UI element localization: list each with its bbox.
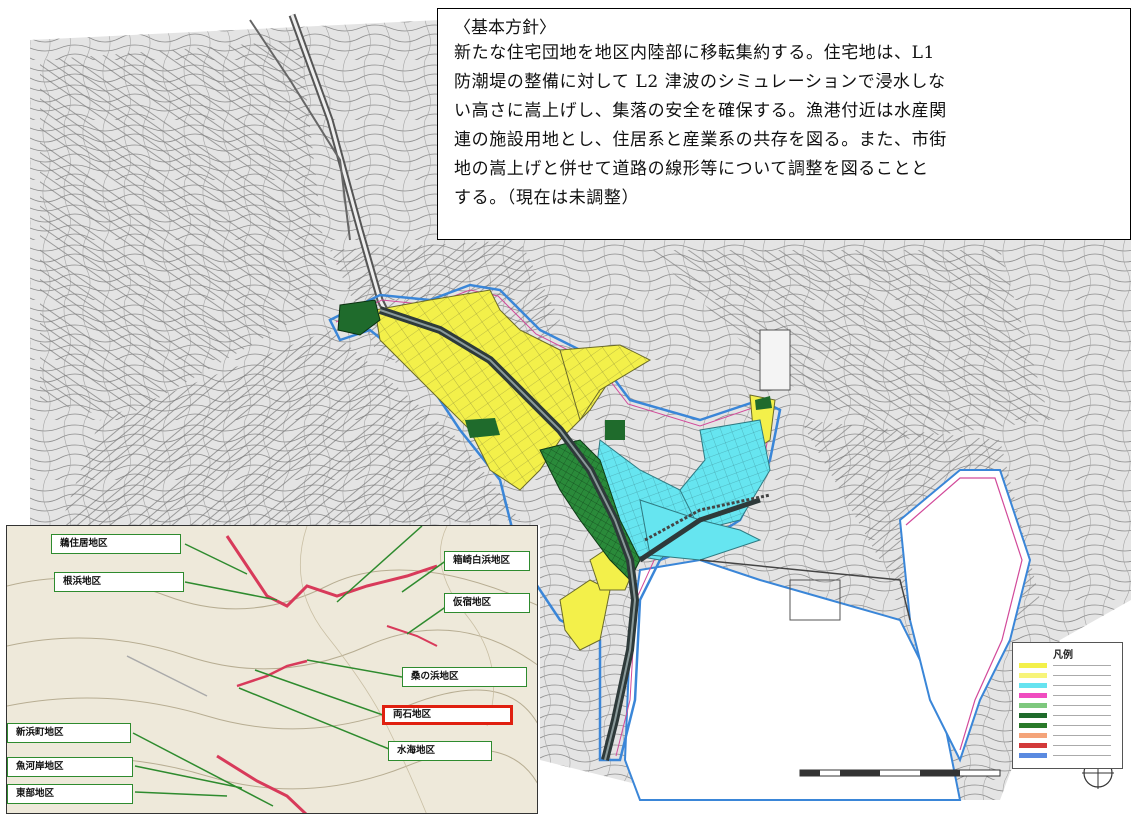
basic-policy-box: 〈基本方針〉 新たな住宅団地を地区内陸部に移転集約する。住宅地は、L1 防潮堤の… [437,8,1131,240]
district-label: 桑の浜地区 [402,667,527,687]
district-label: 東部地区 [7,784,133,804]
policy-title: 〈基本方針〉 [454,18,556,38]
location-inset-map: 鵜住居地区 根浜地区 箱崎白浜地区 仮宿地区 桑の浜地区 両石地区 水海地区 新… [6,525,538,814]
district-label: 新浜町地区 [7,723,131,743]
legend-text-line [1053,675,1111,676]
legend-text-line [1053,715,1111,716]
policy-body: 新たな住宅団地を地区内陸部に移転集約する。住宅地は、L1 防潮堤の整備に対して … [454,39,1120,213]
legend-swatch [1019,713,1047,718]
legend-swatch [1019,673,1047,678]
legend-swatch [1019,683,1047,688]
legend-swatch [1019,733,1047,738]
legend-swatch [1019,703,1047,708]
district-label: 仮宿地区 [444,593,530,613]
legend-text-line [1053,755,1111,756]
legend-text-line [1053,725,1111,726]
policy-line: 連の施設用地とし、住居系と産業系の共存を図る。また、市街 [454,130,947,150]
policy-line: 地の嵩上げと併せて道路の線形等について調整を図ることと [454,159,929,179]
policy-line: 防潮堤の整備に対して L2 津波のシミュレーションで浸水しな [454,72,946,92]
legend-text-line [1053,695,1111,696]
district-label: 魚河岸地区 [7,757,133,777]
legend-swatch [1019,723,1047,728]
district-label: 根浜地区 [54,572,184,592]
legend-text-line [1053,685,1111,686]
policy-line: する。（現在は未調整） [454,188,640,208]
legend-text-line [1053,745,1111,746]
legend-title: 凡例 [1053,650,1073,661]
map-legend: 凡例 [1012,642,1123,769]
district-label: 水海地区 [388,741,492,761]
legend-swatch [1019,743,1047,748]
legend-text-line [1053,665,1111,666]
legend-text-line [1053,735,1111,736]
district-label-selected: 両石地区 [382,705,513,725]
legend-swatch [1019,753,1047,758]
policy-line: 新たな住宅団地を地区内陸部に移転集約する。住宅地は、L1 [454,43,935,63]
district-label: 鵜住居地区 [51,534,181,554]
policy-line: い高さに嵩上げし、集落の安全を確保する。漁港付近は水産関 [454,101,947,121]
district-label: 箱崎白浜地区 [444,551,530,571]
legend-text-line [1053,705,1111,706]
legend-swatch [1019,663,1047,668]
legend-swatch [1019,693,1047,698]
